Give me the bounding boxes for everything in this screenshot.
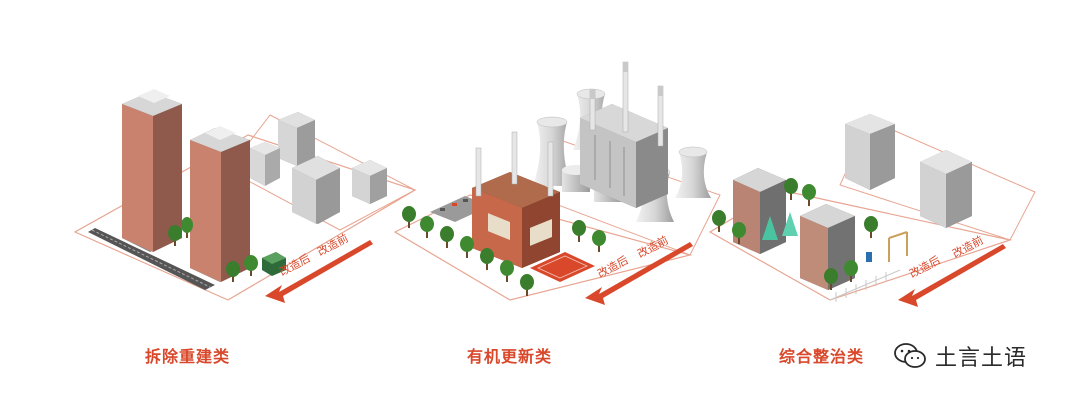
tree bbox=[712, 210, 726, 232]
renovated-building bbox=[800, 204, 855, 290]
tree bbox=[460, 236, 474, 258]
residential-tower bbox=[122, 89, 182, 252]
panel-organic-renewal: 改造后 改造前 bbox=[393, 61, 721, 305]
chimney bbox=[511, 131, 518, 185]
chimney bbox=[657, 85, 664, 147]
tree bbox=[802, 184, 816, 206]
chimney bbox=[622, 61, 629, 133]
category-label-demolition: 拆除重建类 bbox=[145, 347, 231, 366]
after-label: 改造后 bbox=[595, 253, 631, 281]
transform-arrow bbox=[898, 244, 1006, 307]
tree bbox=[402, 206, 416, 228]
tree bbox=[824, 268, 838, 290]
pine-tree bbox=[762, 216, 778, 240]
renovated-building bbox=[733, 168, 786, 254]
chimney bbox=[547, 141, 554, 197]
converted-brick-building bbox=[472, 172, 560, 268]
fence bbox=[829, 269, 901, 302]
transform-arrow bbox=[265, 240, 373, 303]
after-label: 改造后 bbox=[907, 253, 943, 281]
tree bbox=[572, 220, 586, 242]
tree bbox=[244, 255, 258, 276]
after-zone-outline bbox=[393, 194, 693, 301]
tree bbox=[592, 230, 606, 252]
old-building bbox=[920, 150, 972, 228]
tree bbox=[864, 216, 878, 238]
residential-tower bbox=[190, 126, 250, 282]
tree bbox=[500, 260, 514, 282]
wechat-icon bbox=[894, 343, 926, 368]
kiosk bbox=[262, 252, 286, 276]
category-label-remediation: 综合整治类 bbox=[779, 347, 865, 366]
panel-demolition-rebuild: 改造后 改造前 bbox=[73, 89, 417, 303]
transform-arrow bbox=[585, 242, 693, 305]
chimney bbox=[475, 147, 482, 197]
tree bbox=[440, 226, 454, 248]
cooling-tower bbox=[675, 146, 711, 198]
tree bbox=[784, 178, 798, 200]
old-building bbox=[292, 156, 340, 224]
tree bbox=[168, 225, 182, 246]
old-building bbox=[845, 114, 895, 190]
tree bbox=[520, 274, 534, 296]
tree bbox=[732, 222, 746, 244]
basketball-court bbox=[530, 252, 595, 282]
old-building bbox=[278, 112, 315, 166]
before-label: 改造前 bbox=[950, 233, 986, 261]
tree bbox=[420, 216, 434, 238]
tree bbox=[480, 248, 494, 270]
chimney bbox=[589, 89, 596, 131]
old-building bbox=[352, 160, 387, 204]
tree bbox=[226, 261, 240, 282]
panel-comprehensive-remediation: 改造后 改造前 bbox=[708, 114, 1036, 307]
watermark-text: 土言土语 bbox=[935, 346, 1028, 371]
pine-tree bbox=[782, 212, 798, 236]
tree bbox=[181, 217, 193, 238]
playground bbox=[866, 231, 908, 262]
tree bbox=[844, 260, 858, 282]
old-building bbox=[250, 142, 280, 186]
after-label: 改造后 bbox=[277, 251, 313, 279]
category-label-organic-renewal: 有机更新类 bbox=[467, 347, 553, 366]
watermark: 土言土语 bbox=[893, 340, 1027, 372]
